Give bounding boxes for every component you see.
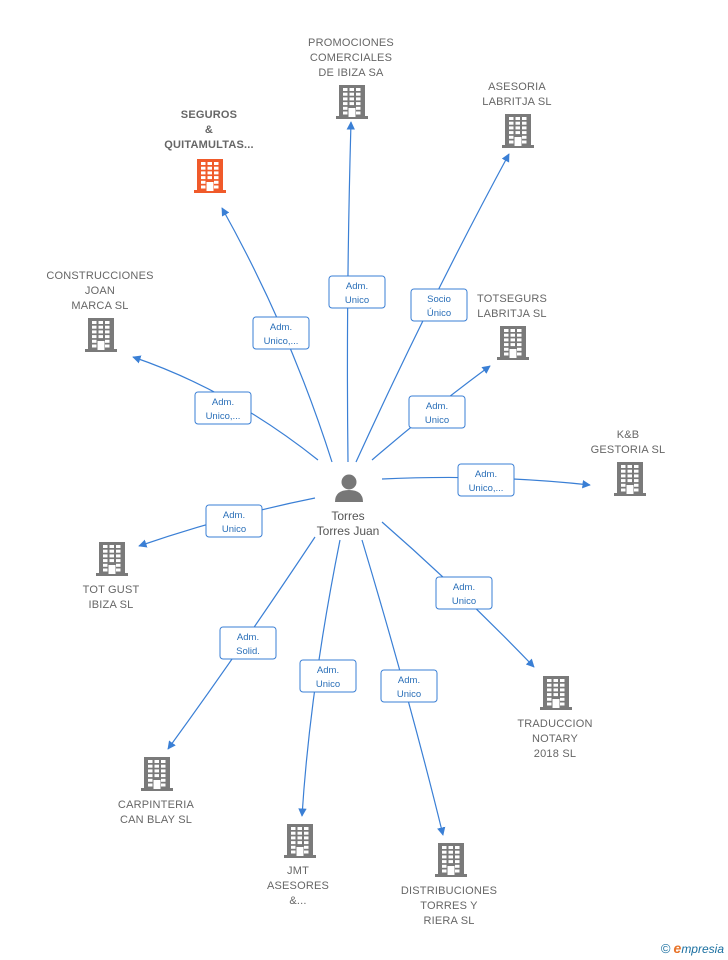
building-icon-traduccion[interactable] xyxy=(540,676,572,710)
company-label-line-jmt-1: ASESORES xyxy=(267,880,329,892)
role-text-traduccion-0: Adm. xyxy=(453,582,475,593)
company-label-totgust[interactable]: TOT GUST IBIZA SL xyxy=(83,584,140,611)
company-label-line-seguros-2: QUITAMULTAS... xyxy=(164,139,254,151)
role-text-promociones-0: Adm. xyxy=(346,281,368,292)
company-label-line-traduccion-2: 2018 SL xyxy=(534,748,576,760)
company-label-line-totgust-1: IBIZA SL xyxy=(88,599,133,611)
company-label-line-asesoria-1: LABRITJA SL xyxy=(482,96,551,108)
role-text-distribuciones-0: Adm. xyxy=(398,675,420,686)
role-text-jmt-0: Adm. xyxy=(317,665,339,676)
center-name-line-1: Torres Juan xyxy=(317,524,380,538)
role-text-kb-1: Unico,... xyxy=(469,483,504,494)
role-badge-kb[interactable]: Adm. Unico,... xyxy=(457,463,515,497)
role-text-asesoria-1: Único xyxy=(427,308,451,319)
role-text-construcciones-1: Unico,... xyxy=(206,411,241,422)
company-label-line-totgust-0: TOT GUST xyxy=(83,584,140,596)
building-icon-asesoria[interactable] xyxy=(502,114,534,148)
company-label-line-seguros-1: & xyxy=(205,124,213,136)
role-text-totsegurs-0: Adm. xyxy=(426,401,448,412)
role-text-promociones-1: Unico xyxy=(345,295,369,306)
company-label-totsegurs[interactable]: TOTSEGURS LABRITJA SL xyxy=(477,293,547,320)
role-text-asesoria-0: Socio xyxy=(427,294,451,305)
company-label-line-kb-0: K&B xyxy=(617,429,640,441)
building-icon-construcciones[interactable] xyxy=(85,318,117,352)
company-label-line-totsegurs-0: TOTSEGURS xyxy=(477,293,547,305)
building-icon-seguros[interactable] xyxy=(194,159,226,193)
company-label-line-construcciones-2: MARCA SL xyxy=(71,300,128,312)
role-badge-traduccion[interactable]: Adm. Unico xyxy=(435,576,493,610)
role-text-carpinteria-1: Solid. xyxy=(236,646,260,657)
building-icon-distribuciones[interactable] xyxy=(435,843,467,877)
nodes-layer: PROMOCIONES COMERCIALES DE IBIZA SA ASESORI… xyxy=(46,37,665,927)
company-label-line-promociones-2: DE IBIZA SA xyxy=(318,67,384,79)
building-icon-carpinteria[interactable] xyxy=(141,757,173,791)
building-icon-totgust[interactable] xyxy=(96,542,128,576)
role-text-carpinteria-0: Adm. xyxy=(237,632,259,643)
company-label-asesoria[interactable]: ASESORIA LABRITJA SL xyxy=(482,81,551,108)
role-text-construcciones-0: Adm. xyxy=(212,397,234,408)
role-text-seguros-1: Unico,... xyxy=(264,336,299,347)
brand-name: mpresia xyxy=(681,942,724,956)
center-name-line-0: Torres xyxy=(331,509,364,523)
company-label-line-construcciones-1: JOAN xyxy=(85,285,115,297)
company-label-line-kb-1: GESTORIA SL xyxy=(591,444,666,456)
role-text-totgust-0: Adm. xyxy=(223,510,245,521)
role-text-distribuciones-1: Unico xyxy=(397,689,421,700)
role-badge-carpinteria[interactable]: Adm. Solid. xyxy=(219,626,277,660)
role-badge-seguros[interactable]: Adm. Unico,... xyxy=(252,316,310,350)
company-label-carpinteria[interactable]: CARPINTERIA CAN BLAY SL xyxy=(118,799,195,826)
company-label-line-jmt-2: &... xyxy=(289,895,306,907)
company-label-promociones[interactable]: PROMOCIONES COMERCIALES DE IBIZA SA xyxy=(308,37,394,79)
building-icon-jmt[interactable] xyxy=(284,824,316,858)
building-icon-promociones[interactable] xyxy=(336,85,368,119)
company-label-line-distribuciones-1: TORRES Y xyxy=(420,900,478,912)
building-icon-kb[interactable] xyxy=(614,462,646,496)
company-label-line-carpinteria-1: CAN BLAY SL xyxy=(120,814,192,826)
company-label-line-distribuciones-0: DISTRIBUCIONES xyxy=(401,885,497,897)
company-label-line-traduccion-1: NOTARY xyxy=(532,733,578,745)
company-label-line-distribuciones-2: RIERA SL xyxy=(423,915,474,927)
role-badge-distribuciones[interactable]: Adm. Unico xyxy=(380,669,438,703)
company-label-line-jmt-0: JMT xyxy=(287,865,309,877)
person-icon xyxy=(335,474,363,502)
role-badge-promociones[interactable]: Adm. Unico xyxy=(328,275,386,309)
role-text-traduccion-1: Unico xyxy=(452,596,476,607)
role-text-kb-0: Adm. xyxy=(475,469,497,480)
company-label-distribuciones[interactable]: DISTRIBUCIONES TORRES Y RIERA SL xyxy=(401,885,497,927)
company-label-line-seguros-0: SEGUROS xyxy=(181,109,237,121)
company-label-line-promociones-1: COMERCIALES xyxy=(310,52,392,64)
company-label-jmt[interactable]: JMT ASESORES &... xyxy=(267,865,329,907)
company-label-line-totsegurs-1: LABRITJA SL xyxy=(477,308,546,320)
brand-initial: e xyxy=(673,940,682,956)
company-label-traduccion[interactable]: TRADUCCION NOTARY 2018 SL xyxy=(517,718,592,760)
role-text-jmt-1: Unico xyxy=(316,679,340,690)
copyright-icon: © xyxy=(660,941,671,956)
building-icon-totsegurs[interactable] xyxy=(497,326,529,360)
company-label-line-traduccion-0: TRADUCCION xyxy=(517,718,592,730)
footer-brand[interactable]: ©empresia xyxy=(661,940,724,956)
company-label-line-construcciones-0: CONSTRUCCIONES xyxy=(46,270,153,282)
company-label-construcciones[interactable]: CONSTRUCCIONES JOAN MARCA SL xyxy=(46,270,153,312)
company-label-line-promociones-0: PROMOCIONES xyxy=(308,37,394,49)
role-badge-construcciones[interactable]: Adm. Unico,... xyxy=(194,391,252,425)
role-badge-jmt[interactable]: Adm. Unico xyxy=(299,659,357,693)
company-label-line-carpinteria-0: CARPINTERIA xyxy=(118,799,195,811)
role-badge-totsegurs[interactable]: Adm. Unico xyxy=(408,395,466,429)
company-label-seguros[interactable]: SEGUROS & QUITAMULTAS... xyxy=(164,109,254,151)
role-text-totsegurs-1: Unico xyxy=(425,415,449,426)
role-badge-totgust[interactable]: Adm. Unico xyxy=(205,504,263,538)
role-text-totgust-1: Unico xyxy=(222,524,246,535)
company-label-line-asesoria-0: ASESORIA xyxy=(488,81,546,93)
role-text-seguros-0: Adm. xyxy=(270,322,292,333)
company-label-kb[interactable]: K&B GESTORIA SL xyxy=(591,429,666,456)
